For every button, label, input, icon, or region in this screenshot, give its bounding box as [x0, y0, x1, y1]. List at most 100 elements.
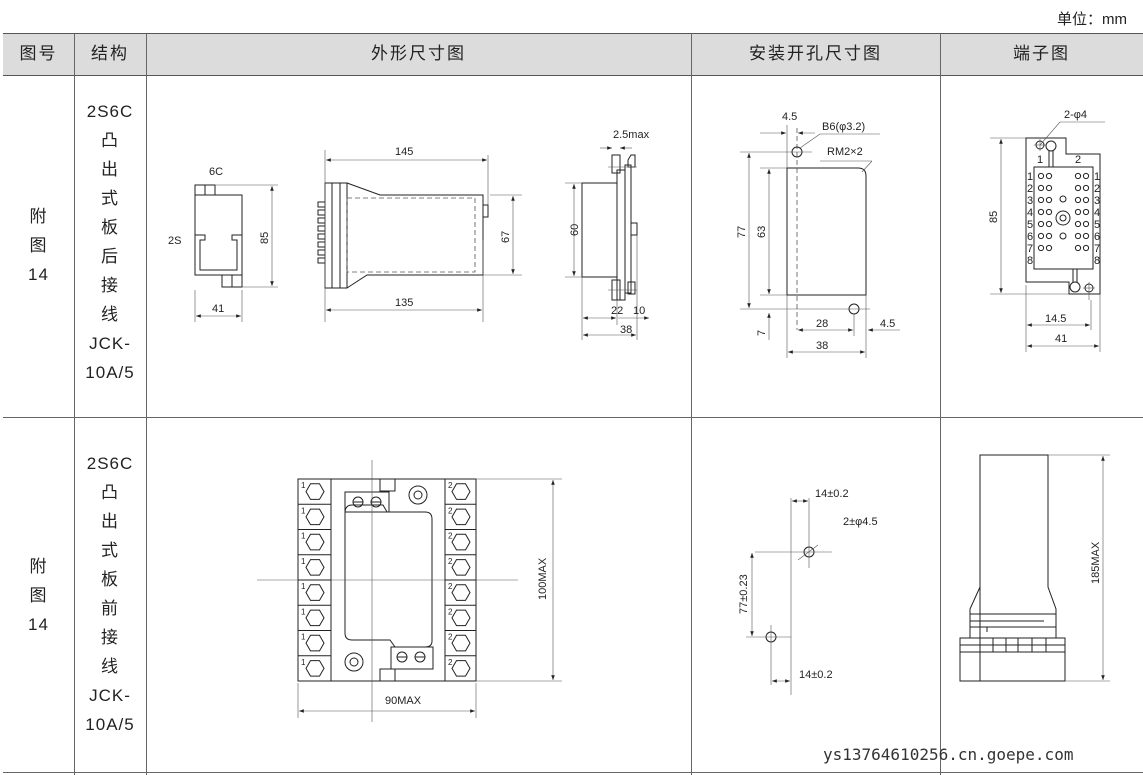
panel-view-drawing: 2.5max 60 22 10 38 — [565, 129, 650, 340]
row-label: 3 — [1094, 195, 1100, 207]
row-label: 1 — [1027, 171, 1033, 183]
column-divider — [691, 33, 692, 775]
dim-label: 38 — [620, 324, 632, 336]
col-label: 1 — [1037, 154, 1043, 166]
dim-label: 77±0.23 — [738, 574, 750, 614]
pin-hole — [1082, 244, 1090, 252]
figure-char: 图 — [29, 586, 48, 605]
figure-char: 附 — [29, 557, 48, 576]
header-figure-no: 图号 — [19, 44, 58, 63]
row-label: 6 — [1027, 231, 1033, 243]
structure-line: 2S6C — [86, 454, 134, 473]
structure-line: 式 — [101, 189, 119, 208]
pin-hole — [1074, 232, 1082, 240]
front-view-drawing: 6C 2S 85 41 — [168, 166, 278, 322]
row-label: 7 — [1027, 243, 1033, 255]
pin-hole — [1045, 184, 1053, 192]
side-view-drawing: 145 135 67 — [317, 146, 522, 322]
pin-hole — [1045, 172, 1053, 180]
terminal-screw-icon — [305, 584, 325, 601]
dim-label: 28 — [816, 318, 828, 330]
structure-line: 2S6C — [86, 102, 134, 121]
terminal-screw-icon — [305, 559, 325, 576]
dim-label: 2S — [168, 235, 181, 247]
terminal-number: 2 — [448, 582, 453, 591]
structure-line: 出 — [101, 512, 119, 531]
dim-label: 41 — [1055, 333, 1067, 345]
structure-line: JCK- — [89, 686, 131, 705]
column-divider — [74, 33, 75, 775]
row-label: 8 — [1027, 255, 1033, 267]
row-label: 7 — [1094, 243, 1100, 255]
dim-label: 90MAX — [385, 695, 422, 707]
side-profile-drawing: 185MAX — [959, 454, 1110, 682]
col-label: 2 — [1075, 154, 1081, 166]
terminal-screw-icon — [451, 483, 471, 500]
structure-text: 2S6C 凸 出 式 板 后 接 线 JCK- 10A/5 — [74, 97, 146, 387]
column-divider — [146, 33, 147, 775]
dim-label: 145 — [395, 146, 413, 158]
figure-number: 附 图 14 — [3, 552, 74, 639]
structure-line: 接 — [101, 276, 119, 295]
pin-hole — [1082, 220, 1090, 228]
terminal-number: 2 — [448, 506, 453, 515]
unit-label: 单位：mm — [1057, 11, 1127, 28]
terminal-number: 1 — [301, 481, 306, 490]
pin-hole — [1074, 244, 1082, 252]
dim-label: 2±φ4.5 — [843, 516, 878, 528]
pin-hole — [1037, 184, 1045, 192]
terminal-number: 1 — [301, 582, 306, 591]
pin-hole — [1045, 244, 1053, 252]
dim-label: 4.5 — [782, 111, 797, 123]
pin-hole — [1082, 184, 1090, 192]
dim-label: 7 — [756, 330, 768, 336]
pin-hole — [1082, 232, 1090, 240]
figure-char: 14 — [28, 265, 49, 284]
dim-label: B6(φ3.2) — [822, 121, 865, 133]
pin-hole — [1074, 208, 1082, 216]
terminal-number: 2 — [448, 532, 453, 541]
pin-hole — [1074, 220, 1082, 228]
row-label: 6 — [1094, 231, 1100, 243]
terminal-screw-icon — [451, 584, 471, 601]
terminal-number: 2 — [448, 607, 453, 616]
dim-label: 85 — [988, 211, 1000, 223]
dim-label: 67 — [500, 231, 512, 243]
dim-label: 100MAX — [537, 557, 549, 600]
dim-label: 14±0.2 — [815, 488, 849, 500]
terminal-number: 1 — [301, 658, 306, 667]
pin-hole — [1074, 184, 1082, 192]
structure-line: 前 — [101, 599, 119, 618]
structure-line: 板 — [101, 218, 119, 237]
dim-label: 2-φ4 — [1064, 109, 1087, 121]
terminal-screw-icon — [305, 660, 325, 677]
terminal-screw-icon — [451, 559, 471, 576]
row-divider — [3, 772, 1143, 773]
column-divider — [940, 33, 941, 775]
cutout-drawing: 14±0.2 2±φ4.5 77±0.23 14±0.2 — [738, 488, 878, 695]
pin-hole — [1082, 196, 1090, 204]
pin-hole — [1082, 208, 1090, 216]
dim-label: 22 — [611, 305, 623, 317]
dim-label: 6C — [209, 166, 223, 178]
header-outline: 外形尺寸图 — [371, 44, 466, 63]
dim-label: 41 — [212, 303, 224, 315]
terminal-screw-icon — [305, 634, 325, 652]
row-label: 2 — [1027, 183, 1033, 195]
structure-line: JCK- — [89, 334, 131, 353]
figure-char: 附 — [29, 207, 48, 226]
terminal-screw-icon — [451, 634, 471, 652]
table-header-bar — [3, 33, 1143, 76]
dim-label: 14±0.2 — [799, 669, 833, 681]
dim-label: 38 — [816, 340, 828, 352]
terminal-screw-icon — [305, 533, 325, 551]
figure-char: 图 — [29, 236, 48, 255]
structure-line: 后 — [101, 247, 119, 266]
terminal-screw-icon — [451, 533, 471, 551]
structure-line: 10A/5 — [85, 363, 135, 382]
terminal-number: 1 — [301, 532, 306, 541]
structure-line: 10A/5 — [85, 715, 135, 734]
